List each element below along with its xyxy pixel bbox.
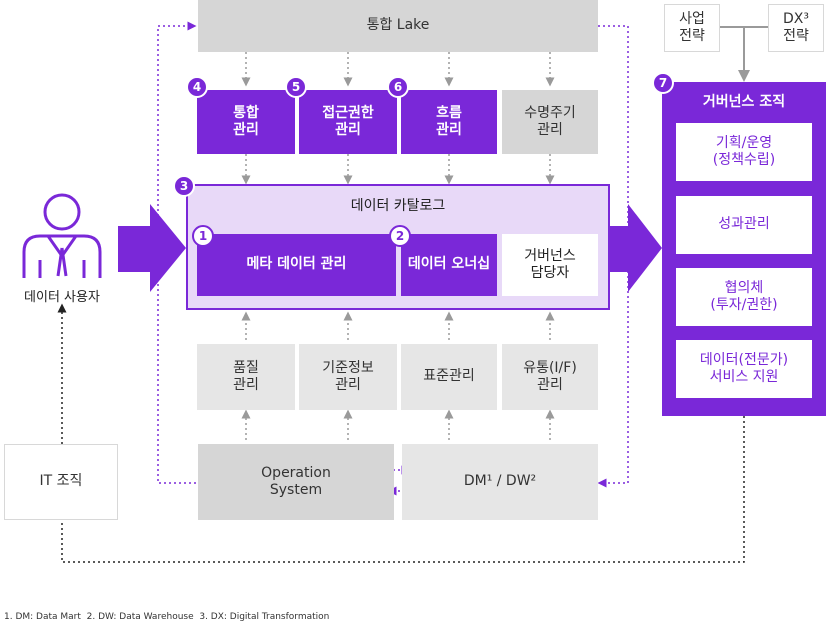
lifecycle-management-box: 수명주기 관리 <box>502 90 598 154</box>
performance-management-box: 성과관리 <box>676 196 812 254</box>
it-organization-box: IT 조직 <box>4 444 118 520</box>
badge-1: 1 <box>192 225 214 247</box>
catalog-to-governance-arrow <box>610 204 662 292</box>
badge-5: 5 <box>285 76 307 98</box>
dm-dw-box: DM¹ / DW² <box>402 444 598 520</box>
dx-strategy-box: DX³ 전략 <box>768 4 824 52</box>
footnote: 1. DM: Data Mart 2. DW: Data Warehouse 3… <box>4 612 330 622</box>
badge-6: 6 <box>387 76 409 98</box>
user-icon <box>22 193 102 278</box>
integrated-lake: 통합 Lake <box>198 0 598 52</box>
planning-operation-box: 기획/운영 (정책수립) <box>676 123 812 181</box>
quality-management-box: 품질 관리 <box>197 344 295 410</box>
governance-manager-box: 거버넌스 담당자 <box>502 234 598 296</box>
badge-7: 7 <box>652 72 674 94</box>
operation-system-box: Operation System <box>198 444 394 520</box>
user-to-catalog-arrow <box>118 204 186 292</box>
standard-management-box: 표준관리 <box>401 344 497 410</box>
badge-4: 4 <box>186 76 208 98</box>
distribution-management-box: 유통(I/F) 관리 <box>502 344 598 410</box>
badge-3: 3 <box>173 175 195 197</box>
governance-title: 거버넌스 조직 <box>702 94 786 110</box>
data-user-label: 데이터 사용자 <box>24 290 100 305</box>
flow-management-box: 흐름 관리 <box>401 90 497 154</box>
council-box: 협의체 (투자/권한) <box>676 268 812 326</box>
master-data-management-box: 기준정보 관리 <box>299 344 397 410</box>
data-catalog-title: 데이터 카탈로그 <box>350 198 446 214</box>
business-strategy-box: 사업 전략 <box>664 4 720 52</box>
metadata-management-box: 메타 데이터 관리 <box>197 234 396 296</box>
integration-management-box: 통합 관리 <box>197 90 295 154</box>
expert-service-support-box: 데이터(전문가) 서비스 지원 <box>676 340 812 398</box>
access-management-box: 접근권한 관리 <box>299 90 397 154</box>
badge-2: 2 <box>389 225 411 247</box>
data-ownership-box: 데이터 오너십 <box>401 234 497 296</box>
